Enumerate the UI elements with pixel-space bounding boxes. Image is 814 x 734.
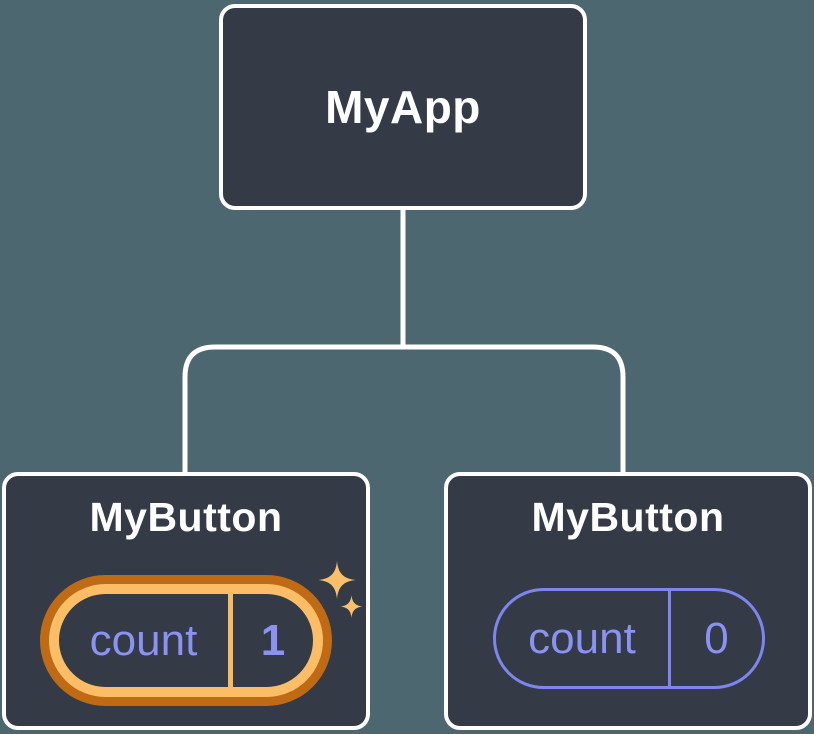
tree-node-myapp: MyApp: [219, 4, 587, 210]
state-name: count: [528, 613, 636, 663]
state-pill-highlighted: count 1: [40, 575, 332, 706]
node-label-mybutton-left: MyButton: [89, 494, 283, 540]
node-label-mybutton-right: MyButton: [531, 494, 725, 540]
state-name: count: [89, 615, 198, 665]
state-value: 0: [668, 591, 762, 686]
tree-node-mybutton-right: MyButton count 0: [444, 472, 812, 730]
state-value: 1: [228, 594, 313, 687]
tree-node-mybutton-left: MyButton count 1: [2, 472, 370, 730]
state-pill-highlighted-inner: count 1: [49, 584, 323, 697]
connector-branch-bracket: [182, 344, 626, 479]
state-pill-plain: count 0: [493, 588, 765, 689]
node-label-myapp: MyApp: [325, 81, 481, 133]
